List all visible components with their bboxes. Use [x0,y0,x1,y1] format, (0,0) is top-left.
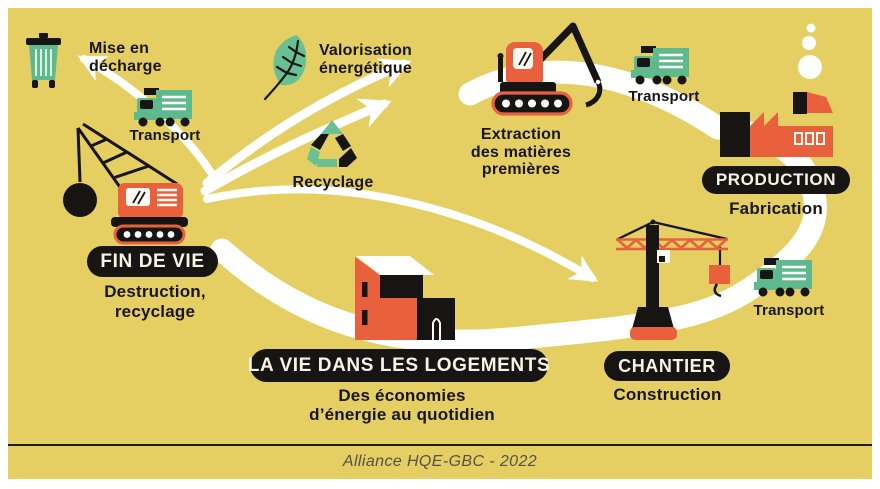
label-mise-en-decharge: Mise en décharge [89,40,184,75]
wrecking-crane-icon [63,122,188,245]
arrow-to-chantier [203,185,599,282]
label-economies-line2: d’énergie au quotidien [309,404,495,424]
label-transport-delivery: Transport [753,302,825,319]
truck-icon-supply [631,46,689,85]
label-economies-line1: Des économies [338,386,466,405]
recycle-icon [307,120,357,167]
label-destruction-line2: recyclage [114,302,196,322]
label-valorisation: Valorisation énergétique [308,42,423,77]
trash-bin-icon [26,33,61,88]
label-extraction: Extraction des matières premières [455,126,587,179]
label-extraction-line3: premières [481,161,561,179]
footer-credit: Alliance HQE-GBC - 2022 [342,453,538,470]
leaf-icon [263,35,307,101]
excavator-icon [491,22,603,116]
pill-production: PRODUCTION [702,166,850,194]
label-fabrication: Fabrication [729,199,823,218]
pill-chantier: CHANTIER [604,351,730,381]
label-construction: Construction [613,385,722,404]
pill-fin-de-vie: FIN DE VIE [87,246,218,277]
label-extraction-line1: Extraction [480,126,562,143]
label-transport-supply: Transport [628,88,700,105]
house-icon [355,256,455,340]
label-valorisation-line2: énergétique [319,59,412,77]
footer-divider [8,444,872,446]
truck-icon-delivery [754,258,812,297]
tower-crane-icon [616,219,730,340]
label-valorisation-line1: Valorisation [318,42,413,59]
factory-icon [720,23,833,157]
label-destruction-recyclage: Destruction, recyclage [80,282,230,322]
label-destruction-line1: Destruction, [104,282,206,301]
arrow-valorisation [202,58,412,188]
truck-icon-landfill [134,88,192,127]
label-extraction-line2: des matières [470,143,572,161]
label-recyclage: Recyclage [292,174,374,191]
label-mise-en-decharge-line1: Mise en [89,40,150,57]
label-economies: Des économies d’énergie au quotidien [292,386,512,424]
pill-logements: LA VIE DANS LES LOGEMENTS [248,349,550,382]
label-mise-en-decharge-line2: décharge [89,57,162,75]
arrow-recyclage [200,98,392,196]
label-transport-landfill: Transport [129,127,201,144]
